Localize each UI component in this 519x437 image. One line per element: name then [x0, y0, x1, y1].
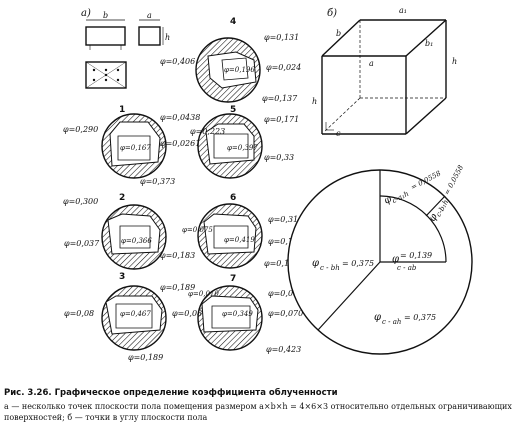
- circle-5-value-1: φ=0,171: [264, 115, 299, 124]
- dim-a-label: a: [147, 11, 152, 20]
- circle-7-value-5: φ=0,423: [266, 345, 301, 354]
- pie-c-ab-sub: c - ab: [397, 264, 417, 272]
- room-front-view: [85, 19, 126, 50]
- circle-6-center: φ=0,419: [224, 236, 255, 244]
- circle-4-center: φ=0,196: [224, 66, 255, 74]
- dim-b-label: b: [103, 11, 108, 20]
- pie-c-a1h-phi: φ: [382, 194, 393, 207]
- pie-c-ab-phi: φ: [392, 254, 399, 265]
- circle-2-value-2: φ=0,037: [64, 239, 100, 248]
- circle-7-value-3: φ=0,08: [172, 309, 202, 318]
- view-factor-pie: [287, 169, 473, 355]
- caption-title: Рис. 3.26. Графическое определение коэфф…: [4, 388, 338, 398]
- circle-1-value-4: φ=0,373: [140, 177, 175, 186]
- edge-h-left-label: h: [312, 97, 317, 106]
- edge-b-label: b: [336, 29, 341, 38]
- edge-h-right-label: h: [452, 57, 457, 66]
- circle-1-value-3: φ=0,0261: [160, 139, 200, 148]
- circle-2-number: 2: [119, 193, 125, 203]
- circle-2-value-3: φ=0,183: [160, 251, 195, 260]
- figure-caption: Рис. 3.26. Графическое определение коэфф…: [4, 388, 516, 423]
- circle-2-value-1: φ=0,300: [63, 197, 98, 206]
- pie-c-ah-value: = 0,375: [404, 313, 436, 322]
- room-box-3d: [321, 19, 447, 135]
- edge-a1-label: a₁: [399, 6, 407, 15]
- circle-7-value-2: φ=0,088: [268, 289, 303, 298]
- circle-1: [101, 113, 167, 179]
- panel-b-label: б): [327, 8, 337, 19]
- circle-3-number: 3: [119, 272, 125, 282]
- circle-6-number: 6: [230, 193, 236, 203]
- circle-6-value-2: φ=0,075: [182, 226, 213, 234]
- circle-3-value-2: φ=0,08: [64, 309, 94, 318]
- circle-1-value-1: φ=0,290: [63, 125, 98, 134]
- circle-7-value-4: φ=0,070: [268, 309, 303, 318]
- circle-4-value-2: φ=0,406: [160, 57, 195, 66]
- circle-1-center: φ=0,167: [120, 144, 151, 152]
- circle-5-number: 5: [230, 105, 236, 115]
- dim-h-label: h: [165, 33, 170, 42]
- circle-2-center: φ=0,366: [121, 237, 152, 245]
- circle-5-center: φ=0,397: [227, 144, 258, 152]
- circle-6-value-4: φ=0,113: [264, 259, 299, 268]
- circle-3-center: φ=0,467: [120, 310, 151, 318]
- edge-a-label: a: [369, 59, 374, 68]
- circle-5-value-2: φ=0,223: [190, 127, 225, 136]
- circle-7-number: 7: [230, 274, 236, 284]
- pie-c-bh-value: = 0,375: [342, 259, 374, 268]
- circle-5: [197, 113, 263, 179]
- pie-c-ah-phi: φ: [374, 312, 381, 323]
- circle-4-value-4: φ=0,137: [262, 94, 298, 103]
- pie-c-ab-value: = 0,139: [400, 251, 432, 260]
- circle-4: [195, 37, 261, 103]
- circle-5-value-3: φ=0,33: [264, 153, 294, 162]
- circle-6-value-1: φ=0,318: [268, 215, 303, 224]
- circle-7-value-1: φ=0,010: [188, 290, 219, 298]
- pie-c-b1h-value: = 0,0558: [443, 163, 466, 196]
- circle-4-value-1: φ=0,131: [264, 33, 299, 42]
- circle-2: [101, 204, 167, 270]
- edge-c-label: c: [336, 129, 341, 138]
- circle-1-number: 1: [119, 105, 125, 115]
- circle-4-number: 4: [230, 17, 236, 27]
- circle-6-value-3: φ=0,75: [268, 237, 298, 246]
- circle-3: [101, 285, 167, 351]
- room-side-view: [138, 19, 164, 46]
- pie-c-ah-sub: c - ah: [382, 318, 401, 326]
- circle-3-value-3: φ=0,189: [128, 353, 163, 362]
- panel-a-label: а): [81, 8, 91, 19]
- circle-3-value-1: φ=0,189: [160, 283, 195, 292]
- pie-c-bh-sub: c - bh: [320, 264, 340, 272]
- circle-7: [197, 285, 263, 351]
- pie-c-b1h-phi: φ: [427, 212, 440, 223]
- floor-plan-points: [85, 61, 127, 89]
- circle-7-center: φ=0,349: [222, 310, 253, 318]
- edge-b1-label: b₁: [425, 39, 433, 48]
- circle-6: [197, 203, 263, 269]
- circle-4-value-3: φ=0,024: [266, 63, 301, 72]
- circle-1-value-2: φ=0,0438: [160, 113, 200, 122]
- pie-c-bh-phi: φ: [312, 258, 319, 269]
- caption-body: а — несколько точек плоскости пола помещ…: [4, 402, 512, 422]
